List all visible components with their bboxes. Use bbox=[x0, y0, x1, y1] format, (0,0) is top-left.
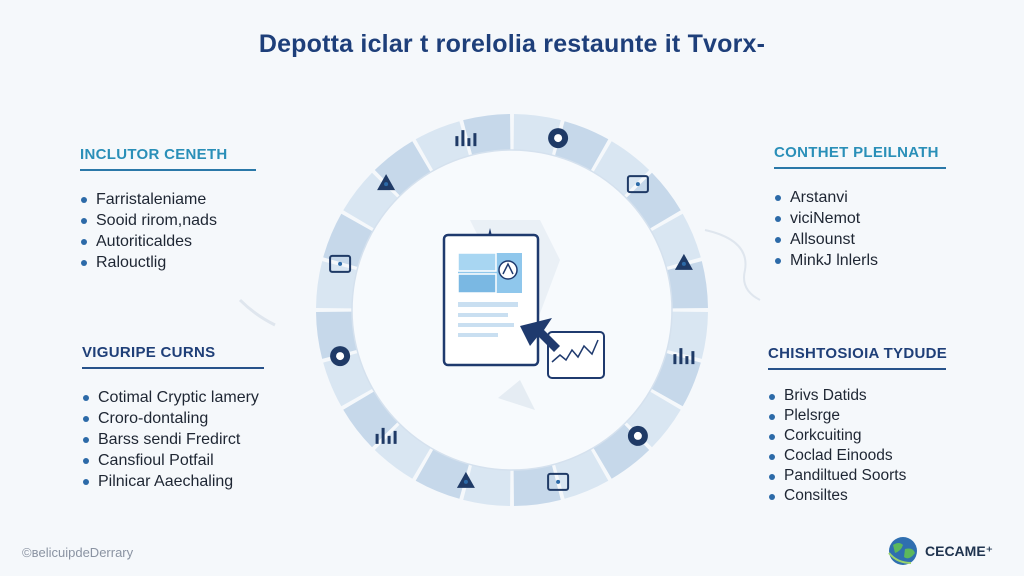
list-item: Coclad Einoods bbox=[768, 446, 946, 466]
list-item: Corkcuiting bbox=[768, 426, 946, 446]
list-item: Croro-dontaling bbox=[82, 408, 264, 429]
ring-segment bbox=[554, 121, 609, 171]
drop-shield-icon bbox=[455, 130, 477, 147]
plant-growth-icon bbox=[456, 471, 475, 488]
panel-top-left: INCLUTOR CENETH Farristaleniame Sooid ri… bbox=[80, 146, 256, 273]
panel-heading: CHISHTOSIOIA TYDUDE bbox=[768, 345, 947, 370]
ring-segment bbox=[463, 464, 511, 506]
network-tree-icon bbox=[377, 174, 396, 191]
panel-list: Brivs Datids Plelsrge Corkcuiting Coclad… bbox=[768, 386, 946, 506]
list-item: Barss sendi Fredirct bbox=[82, 429, 264, 450]
panel-bottom-left: VIGURIPE CURNS Cotimal Cryptic lamery Cr… bbox=[82, 344, 264, 492]
list-item: Allsounst bbox=[774, 229, 946, 250]
panel-list: Farristaleniame Sooid rirom,nads Autorit… bbox=[80, 189, 256, 273]
globe-logo-icon bbox=[888, 537, 917, 565]
ring-segment bbox=[666, 261, 708, 309]
panel-heading: INCLUTOR CENETH bbox=[80, 146, 256, 171]
page-title: Depotta iclar t rorelolia restaunte it T… bbox=[258, 30, 766, 58]
panel-list: Cotimal Cryptic lamery Croro-dontaling B… bbox=[82, 387, 264, 492]
panel-list: Arstanvi viciNemot Allsounst MinkJ lnler… bbox=[774, 187, 946, 271]
refresh-cycle-icon bbox=[330, 346, 351, 367]
list-item: Sooid rirom,nads bbox=[80, 210, 256, 231]
list-item: Plelsrge bbox=[768, 406, 946, 426]
list-item: Pandiltued Soorts bbox=[768, 466, 946, 486]
bar-graph-icon bbox=[547, 472, 570, 491]
list-item: viciNemot bbox=[774, 208, 946, 229]
ring-segment bbox=[651, 352, 701, 407]
document-stack-icon bbox=[548, 128, 569, 149]
list-item: Autoriticaldes bbox=[80, 231, 256, 252]
list-item: Cotimal Cryptic lamery bbox=[82, 387, 264, 408]
ring-segments bbox=[316, 114, 708, 506]
list-item: Pilnicar Aaechaling bbox=[82, 471, 264, 492]
panel-bottom-right: CHISHTOSIOIA TYDUDE Brivs Datids Plelsrg… bbox=[768, 345, 947, 506]
list-item: Cansfioul Potfail bbox=[82, 450, 264, 471]
ring-segment bbox=[316, 311, 358, 359]
ring-segment bbox=[513, 464, 561, 506]
globe-person-icon bbox=[674, 253, 693, 270]
list-item: MinkJ lnlerls bbox=[774, 250, 946, 271]
ring-segment bbox=[415, 121, 470, 171]
image-frame-icon bbox=[329, 254, 352, 273]
list-item: Farristaleniame bbox=[80, 189, 256, 210]
ring-icons bbox=[329, 128, 695, 491]
pen-tool-icon bbox=[375, 427, 397, 444]
ring-segment bbox=[593, 141, 650, 196]
list-item: Arstanvi bbox=[774, 187, 946, 208]
lightbulb-icon bbox=[627, 425, 648, 446]
ring-segment bbox=[323, 352, 373, 407]
list-disc-icon bbox=[673, 348, 695, 365]
panel-top-right: CONTHET PLEILNATH Arstanvi viciNemot All… bbox=[774, 144, 946, 271]
list-item: Ralouctlig bbox=[80, 252, 256, 273]
ring-segment bbox=[316, 261, 358, 309]
list-item: Brivs Datids bbox=[768, 386, 946, 406]
footer-brand: CECAME⁺ bbox=[887, 535, 993, 567]
ring-segment bbox=[626, 172, 681, 229]
ring-segment bbox=[513, 114, 561, 156]
ring-segment bbox=[415, 449, 470, 499]
ring-segment bbox=[323, 213, 373, 268]
footer-copyright: ©ʙelicuipdeDerrary bbox=[22, 545, 134, 560]
ring-segment bbox=[666, 311, 708, 359]
brand-name: CECAME⁺ bbox=[925, 542, 994, 559]
panel-heading: VIGURIPE CURNS bbox=[82, 344, 264, 369]
list-item: Consiltes bbox=[768, 486, 946, 506]
ring-segment bbox=[463, 114, 511, 156]
chart-panel-icon bbox=[626, 175, 649, 194]
panel-heading: CONTHET PLEILNATH bbox=[774, 144, 946, 169]
ring-segment bbox=[651, 213, 701, 268]
central-document-icon bbox=[442, 220, 605, 379]
